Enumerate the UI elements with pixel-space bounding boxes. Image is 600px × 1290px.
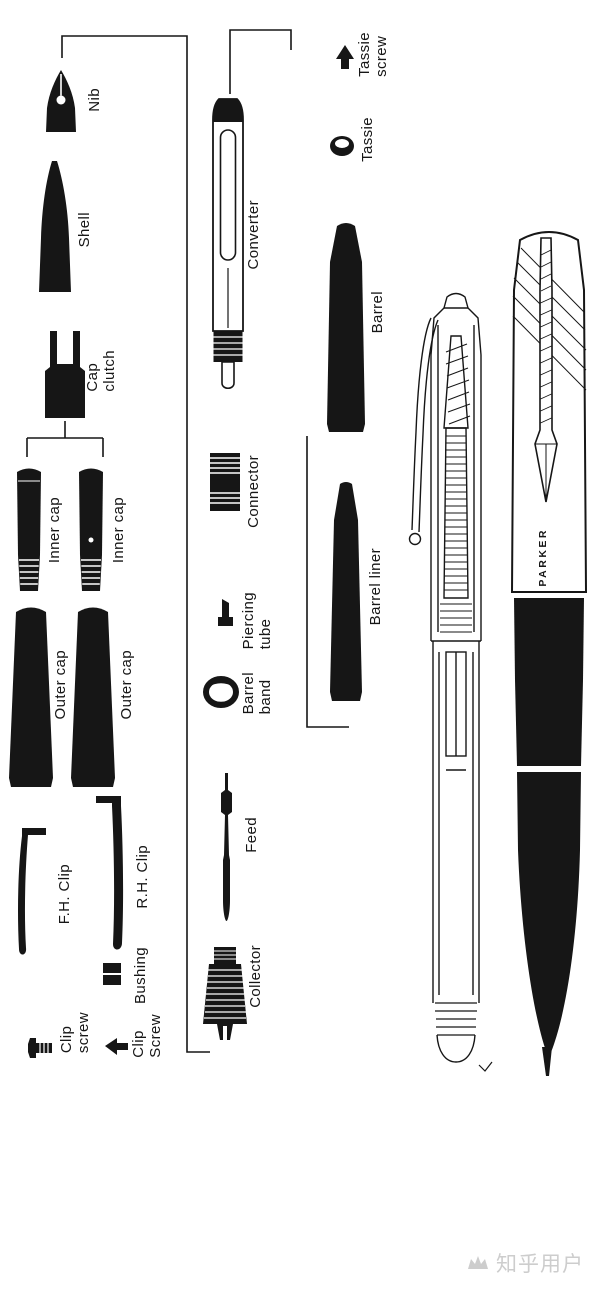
barrel-band-drawing (203, 676, 239, 708)
inner-cap-2-drawing (79, 468, 103, 591)
piercing-tube-drawing (218, 599, 233, 626)
tassie-drawing (330, 136, 354, 156)
clip-screw-2-drawing (105, 1038, 128, 1055)
clip-screw-1-drawing (28, 1038, 52, 1058)
label-connector: Connector (245, 455, 262, 528)
label-barrel-liner: Barrel liner (367, 548, 384, 626)
pen-brand-imprint: PARKER (537, 528, 549, 587)
label-clip-screw-2: Clip Screw (130, 1014, 164, 1058)
connector-drawing (210, 453, 240, 511)
collector-drawing (203, 947, 247, 1040)
label-tassie-screw: Tassie screw (356, 32, 390, 77)
feed-drawing (221, 773, 232, 921)
rh-clip-drawing (96, 796, 124, 950)
barrel-drawing (327, 223, 365, 432)
label-barrel-band: Barrel band (240, 672, 274, 715)
label-bushing: Bushing (132, 947, 149, 1005)
inner-cap-1-drawing (17, 468, 41, 591)
label-rh-clip: R.H. Clip (134, 845, 151, 909)
barrel-liner-drawing (330, 482, 362, 701)
watermark-text: 知乎用户 (496, 1253, 584, 1276)
watermark: 知乎用户 (466, 1248, 584, 1278)
label-clip-screw-1: Clip screw (58, 1012, 92, 1054)
label-outer-cap-2: Outer cap (118, 650, 135, 720)
outer-cap-2-drawing (71, 607, 115, 787)
shell-drawing (39, 161, 71, 292)
label-shell: Shell (76, 212, 93, 248)
label-tassie: Tassie (359, 117, 376, 162)
label-inner-cap-2: Inner cap (110, 497, 127, 564)
label-converter: Converter (245, 200, 262, 270)
label-barrel: Barrel (369, 291, 386, 334)
label-cap-clutch: Cap clutch (84, 350, 118, 392)
watermark-logo-icon (468, 1256, 488, 1269)
label-collector: Collector (247, 945, 264, 1008)
label-piercing-tube: Piercing tube (240, 592, 274, 650)
cap-clutch-drawing (45, 331, 85, 418)
label-fh-clip: F.H. Clip (56, 864, 73, 925)
fh-clip-drawing (18, 828, 46, 955)
label-outer-cap-1: Outer cap (52, 650, 69, 720)
label-nib: Nib (86, 88, 103, 112)
tassie-screw-drawing (336, 45, 354, 69)
converter-drawing (212, 98, 244, 390)
label-inner-cap-1: Inner cap (46, 497, 63, 564)
outer-cap-1-drawing (9, 607, 53, 787)
bushing-drawing (103, 963, 121, 985)
bracket-lines (26, 29, 349, 1053)
pen-solid-drawing (510, 231, 588, 1076)
pen-cutaway-drawing (408, 292, 493, 1072)
nib-drawing (46, 70, 76, 132)
label-feed: Feed (243, 817, 260, 853)
